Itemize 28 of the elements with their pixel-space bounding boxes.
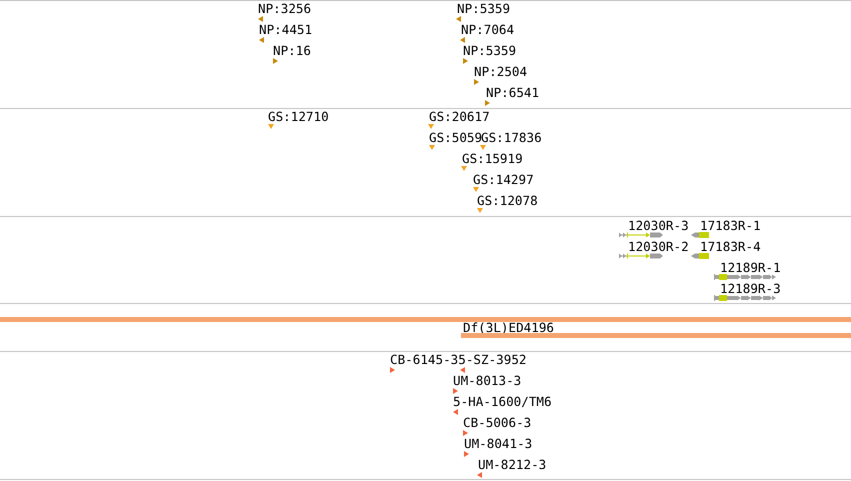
feature-label: NP:3256 — [258, 2, 312, 15]
feature-label: GS:12078 — [477, 194, 538, 207]
feature-label: 5-HA-1600/TM6 — [453, 395, 552, 408]
feature-label: NP:7064 — [461, 23, 514, 36]
feature-label: GS:17836 — [481, 131, 542, 144]
feature-label: 12189R-3 — [720, 282, 781, 295]
feature-label: CB-6145-35-SZ-3952 — [390, 353, 526, 366]
feature-label: NP:4451 — [259, 23, 312, 36]
feature-label: 12030R-2 — [628, 240, 689, 253]
feature-label: NP:2504 — [474, 65, 528, 78]
feature-label: NP:5359 — [463, 44, 516, 57]
feature-label: GS:5059 — [429, 131, 482, 144]
feature-label: UM-8212-3 — [478, 458, 546, 471]
feature-label: 17183R-4 — [700, 240, 761, 253]
feature-label: CB-5006-3 — [463, 416, 532, 429]
feature-label: GS:20617 — [429, 110, 490, 123]
feature-label: NP:16 — [273, 44, 311, 57]
feature-label: GS:15919 — [462, 152, 523, 165]
feature-label: UM-8013-3 — [453, 374, 522, 387]
feature-label: UM-8041-3 — [464, 437, 532, 450]
feature-label: GS:14297 — [473, 173, 534, 186]
feature-label: 17183R-1 — [700, 219, 761, 232]
feature-label: NP:5359 — [457, 2, 510, 15]
feature-label: Df(3L)ED4196 — [463, 321, 554, 334]
feature-label: 12189R-1 — [720, 261, 781, 274]
feature-label: NP:6541 — [486, 86, 540, 99]
feature-label: 12030R-3 — [628, 219, 689, 232]
feature-label: GS:12710 — [268, 110, 329, 123]
